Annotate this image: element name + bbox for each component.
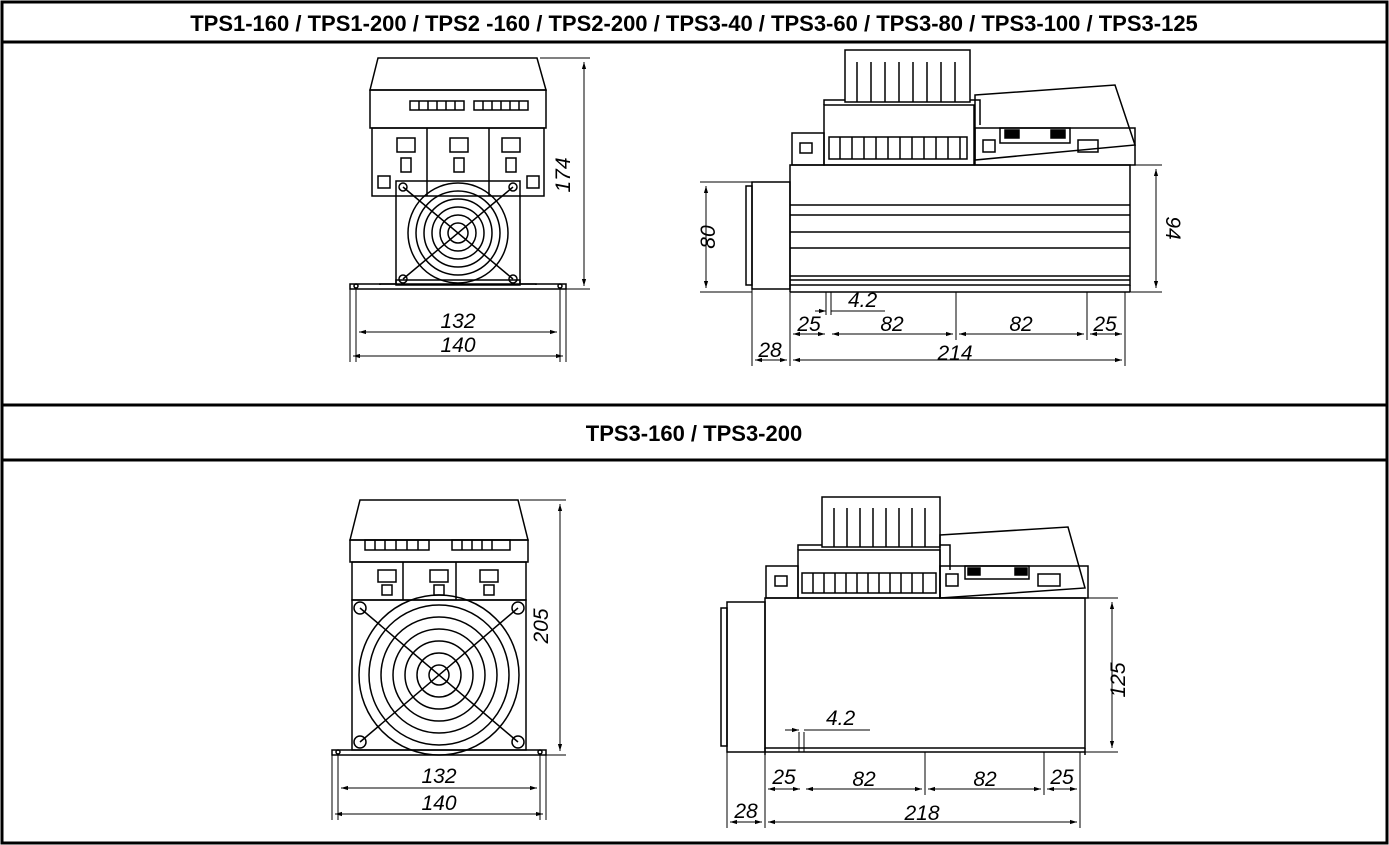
s2-length-label: 218 [903,802,939,825]
s2-seg-a-label: 25 [771,766,796,789]
s2-hole-label: 4.2 [826,707,856,730]
terminal-strip-right [473,100,529,111]
s1-left-height-label: 80 [697,225,720,249]
s1-right-height-label: 94 [1161,216,1184,239]
s1-length-label: 214 [936,342,972,365]
s2-outer-width-label: 140 [421,792,456,815]
s1-offset-label: 28 [757,339,782,362]
s1-outer-width-label: 140 [440,334,475,357]
terminal-strip-left [409,100,465,111]
section2-side-dims [726,597,1118,828]
section1-side-view [745,49,1137,293]
s2-height-label: 205 [530,608,553,644]
s1-seg-b-label: 82 [880,313,904,336]
s2-seg-c-label: 82 [973,768,997,791]
section2-side-view [720,496,1089,755]
section1-side-dims [700,164,1162,366]
fan-grille-2 [358,594,520,756]
section1-front-view [349,57,567,290]
s1-hole-label: 4.2 [848,289,878,312]
s2-seg-d-label: 25 [1049,766,1074,789]
s1-seg-a-label: 25 [796,313,821,336]
section1-title: TPS1-160 / TPS1-200 / TPS2 -160 / TPS2-2… [190,11,1198,36]
s2-seg-b-label: 82 [852,768,876,791]
s1-inner-width-label: 132 [440,310,475,333]
fan-grille [402,182,514,284]
s2-inner-width-label: 132 [421,765,456,788]
s1-seg-d-label: 25 [1092,313,1117,336]
section2-front-dims [331,499,566,820]
section2-front-view [331,499,547,756]
s2-offset-label: 28 [733,800,758,823]
s1-height-label: 174 [552,157,575,192]
s2-right-height-label: 125 [1107,662,1130,697]
section2-title: TPS3-160 / TPS3-200 [586,421,802,446]
section1-front-dims [349,57,590,362]
s1-seg-c-label: 82 [1009,313,1033,336]
